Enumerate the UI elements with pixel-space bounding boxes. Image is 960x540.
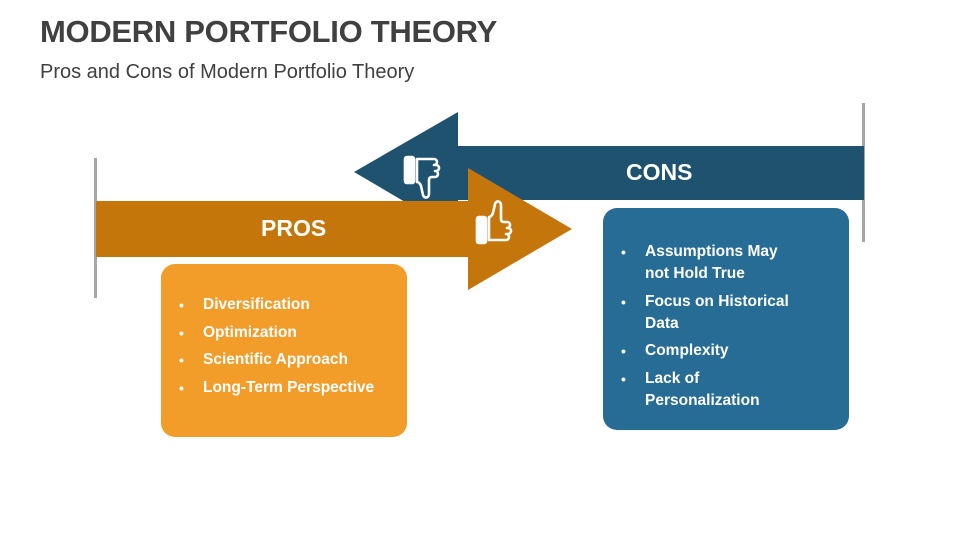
page-subtitle: Pros and Cons of Modern Portfolio Theory [40, 61, 415, 83]
cons-item: Complexity [603, 340, 803, 362]
pros-box: Diversification Optimization Scientific … [161, 264, 407, 437]
cons-list: Assumptions May not Hold True Focus on H… [603, 241, 803, 412]
pros-list: Diversification Optimization Scientific … [161, 294, 407, 399]
pros-item: Scientific Approach [161, 349, 407, 371]
pros-item: Optimization [161, 322, 407, 344]
pros-item: Diversification [161, 294, 407, 316]
page-title: MODERN PORTFOLIO THEORY [40, 14, 497, 49]
cons-box: Assumptions May not Hold True Focus on H… [603, 208, 849, 430]
pros-item: Long-Term Perspective [161, 377, 407, 399]
cons-label: CONS [626, 159, 693, 185]
cons-item: Assumptions May not Hold True [603, 241, 803, 285]
left-guide-line [94, 158, 97, 298]
cons-item: Lack of Personalization [603, 368, 803, 412]
thumbs-up-icon [475, 200, 513, 245]
pros-label: PROS [261, 215, 327, 241]
cons-item: Focus on Historical Data [603, 291, 803, 335]
thumbs-down-icon [403, 155, 441, 199]
pros-arrow [96, 168, 572, 290]
